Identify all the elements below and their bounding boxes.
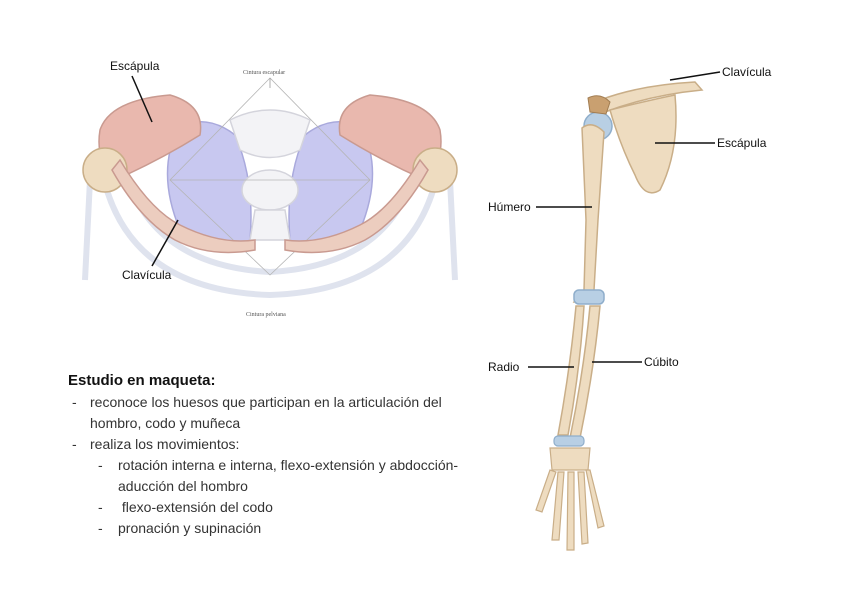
clavicula-leader-arm (669, 71, 721, 81)
humerus-bone (572, 124, 605, 303)
pectoral-girdle-illustration: Escápula Clavícula Cintura escapular Cin… (60, 40, 480, 330)
label-radio: Radio (488, 360, 520, 374)
label-humero: Húmero (488, 200, 531, 214)
scapula-bone (609, 94, 677, 194)
wrist-joint (553, 435, 585, 447)
left-clavicle (111, 158, 256, 254)
pectoral-girdle-drawing (82, 75, 458, 299)
label-clavicula-girdle: Clavícula (122, 268, 172, 282)
sub-list-item: -rotación interna e interna, flexo-exten… (98, 457, 459, 494)
upper-limb-drawing (528, 71, 721, 551)
label-clavicula-arm: Clavícula (722, 65, 772, 79)
study-title: Estudio en maqueta: (68, 372, 216, 389)
label-cintura-escapular: Cintura escapular (243, 70, 286, 76)
right-clavicle (284, 158, 429, 254)
girdle-diamond-lines (169, 77, 371, 276)
study-instructions: Estudio en maqueta: -reconoce los huesos… (68, 372, 488, 539)
list-item: -realiza los movimientos: (72, 436, 240, 452)
clavicula-leader (151, 219, 179, 267)
clavicle-bone (599, 81, 704, 113)
list-item: -reconoce los huesos que participan en l… (72, 394, 442, 431)
label-cubito: Cúbito (644, 355, 679, 369)
upper-limb-skeleton: Clavícula Escápula Húmero Radio Cúbito (470, 40, 840, 580)
label-cintura-pelviana: Cintura pelviana (246, 312, 286, 318)
radius-bone (557, 305, 585, 436)
escapula-leader (131, 75, 153, 123)
hand-bones (535, 447, 605, 551)
sub-list-item: - flexo-extensión del codo (98, 499, 273, 515)
elbow-joint (573, 289, 605, 305)
label-escapula-arm: Escápula (717, 136, 767, 150)
label-escapula-girdle: Escápula (110, 59, 160, 73)
sub-list-item: -pronación y supinación (98, 520, 262, 536)
